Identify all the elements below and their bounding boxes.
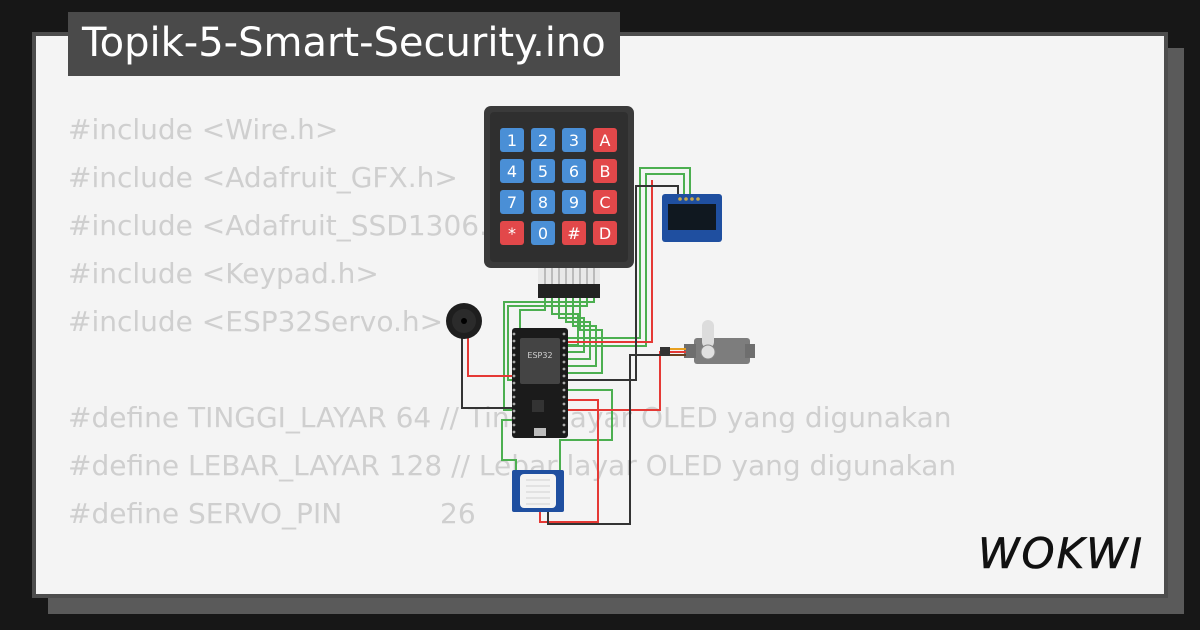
wire-green xyxy=(501,419,517,482)
keypad-key-label: 1 xyxy=(507,131,517,150)
esp32-pin xyxy=(512,381,516,385)
wire-red xyxy=(539,399,599,523)
pir-sensor xyxy=(512,470,564,512)
keypad-key-label: 6 xyxy=(569,162,579,181)
esp32-pin xyxy=(512,388,516,392)
keypad-key xyxy=(531,159,555,183)
wire-green xyxy=(568,298,603,374)
keypad-key xyxy=(562,221,586,245)
wire-green xyxy=(568,298,597,367)
project-title[interactable]: Topik-5-Smart-Security.ino xyxy=(68,12,620,76)
esp32-pin xyxy=(562,353,566,357)
keypad-key-label: 8 xyxy=(538,193,548,212)
code-preview: #include <Wire.h> #include <Adafruit_GFX… xyxy=(68,106,1164,594)
wire-green xyxy=(507,298,588,381)
esp32-pin xyxy=(512,430,516,434)
esp32-pin xyxy=(512,339,516,343)
keypad-key-label: 7 xyxy=(507,193,517,212)
code-line: #define LEBAR_LAYAR 128 // Lebar layar O… xyxy=(68,449,957,482)
wire-red xyxy=(467,335,512,377)
esp32-pin xyxy=(562,388,566,392)
code-line: #define SERVO_PIN 26 xyxy=(68,497,476,530)
keypad-key-label: 4 xyxy=(507,162,517,181)
keypad-key-label: * xyxy=(508,224,516,243)
esp32-pin xyxy=(562,381,566,385)
keypad-key xyxy=(593,128,617,152)
code-line: #include <Keypad.h> xyxy=(68,257,379,290)
servo-motor xyxy=(660,320,755,364)
esp32-label: ESP32 xyxy=(527,351,552,360)
keypad-key xyxy=(562,159,586,183)
keypad-key-label: # xyxy=(567,224,580,243)
code-line: S xyxy=(68,586,1164,594)
esp32-pin xyxy=(562,332,566,336)
keypad-key xyxy=(531,190,555,214)
keypad-key-label: A xyxy=(600,131,611,150)
keypad-key xyxy=(531,128,555,152)
esp32-pin xyxy=(512,332,516,336)
esp32-board: ESP32 xyxy=(512,328,568,438)
keypad-key xyxy=(500,128,524,152)
keypad-key xyxy=(562,190,586,214)
wire-green xyxy=(568,167,691,339)
keypad-key-label: B xyxy=(600,162,611,181)
keypad-key xyxy=(500,190,524,214)
wire-green xyxy=(558,298,585,353)
esp32-pin xyxy=(562,416,566,420)
keypad-key xyxy=(593,221,617,245)
wire-black xyxy=(568,185,679,381)
esp32-pin xyxy=(512,423,516,427)
wokwi-logo[interactable]: WOKWI xyxy=(978,528,1150,576)
keypad-key-label: 5 xyxy=(538,162,548,181)
esp32-pin xyxy=(512,402,516,406)
code-line: #include <Wire.h> xyxy=(68,113,339,146)
keypad-key-label: 2 xyxy=(538,131,548,150)
keypad-4x4: 1 2 3 A 4 5 6 B 7 8 9 C * 0 # D xyxy=(484,106,634,268)
wire-green xyxy=(559,389,613,470)
esp32-pin xyxy=(562,402,566,406)
buzzer xyxy=(446,303,482,339)
keypad-key-label: D xyxy=(599,224,611,243)
oled-display xyxy=(662,194,722,242)
wire-red xyxy=(568,180,653,343)
esp32-pin xyxy=(562,395,566,399)
esp32-pin xyxy=(562,346,566,350)
esp32-pin xyxy=(562,430,566,434)
esp32-pin xyxy=(512,374,516,378)
esp32-pin xyxy=(562,423,566,427)
esp32-pin xyxy=(512,353,516,357)
esp32-pin xyxy=(562,339,566,343)
esp32-pin xyxy=(512,416,516,420)
keypad-key-label: 3 xyxy=(569,131,579,150)
wire-green xyxy=(503,298,595,411)
wire-green xyxy=(568,173,685,347)
keypad-connector xyxy=(538,268,600,298)
code-line: #include <ESP32Servo.h> xyxy=(68,305,444,338)
keypad-key-label: C xyxy=(599,193,610,212)
esp32-pin xyxy=(562,409,566,413)
keypad-key xyxy=(562,128,586,152)
wire-green xyxy=(565,298,591,360)
keypad-key-label: 9 xyxy=(569,193,579,212)
esp32-pin xyxy=(512,409,516,413)
esp32-pin xyxy=(562,360,566,364)
esp32-pin xyxy=(512,367,516,371)
esp32-pin xyxy=(512,346,516,350)
esp32-pin xyxy=(512,360,516,364)
code-line: #include <Adafruit_SSD1306.h> xyxy=(68,209,530,242)
esp32-pin xyxy=(562,367,566,371)
wokwi-logo-text: WOKWI xyxy=(978,529,1144,576)
keypad-key xyxy=(500,159,524,183)
wire-black xyxy=(547,354,686,525)
keypad-key xyxy=(500,221,524,245)
keypad-key xyxy=(531,221,555,245)
code-line: #include <Adafruit_GFX.h> xyxy=(68,161,458,194)
keypad-key-label: 0 xyxy=(538,224,548,243)
keypad-key xyxy=(593,159,617,183)
esp32-pin xyxy=(512,395,516,399)
wire-black xyxy=(461,335,512,409)
keypad-key xyxy=(593,190,617,214)
circuit-diagram: 1 2 3 A 4 5 6 B 7 8 9 C * 0 # D ESP32 xyxy=(446,106,755,525)
esp32-pin xyxy=(562,374,566,378)
